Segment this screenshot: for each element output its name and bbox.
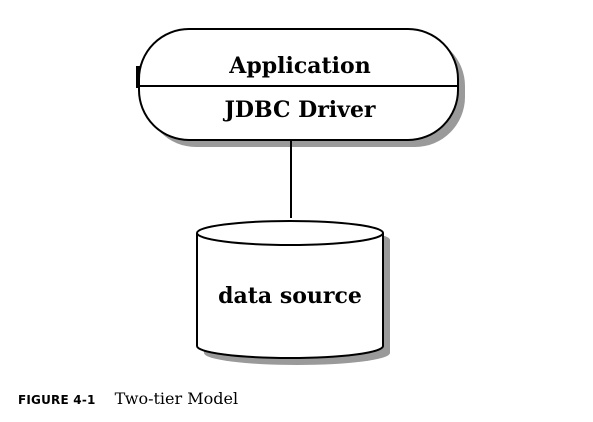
data-source-top (196, 220, 384, 246)
data-source-body (196, 233, 384, 359)
two-tier-diagram: Application JDBC Driver data source (136, 28, 465, 365)
left-edge-mark (136, 66, 140, 88)
figure-number: FIGURE 4-1 (18, 393, 96, 407)
data-source-node: data source (196, 220, 390, 365)
figure-caption: FIGURE 4-1 Two-tier Model (18, 389, 238, 408)
data-source-label: data source (218, 283, 362, 309)
figure-title: Two-tier Model (114, 389, 239, 408)
application-label: Application (228, 53, 370, 79)
application-node-box (138, 28, 459, 141)
jdbc-driver-label: JDBC Driver (222, 97, 375, 123)
application-driver-node: Application JDBC Driver (136, 28, 465, 147)
